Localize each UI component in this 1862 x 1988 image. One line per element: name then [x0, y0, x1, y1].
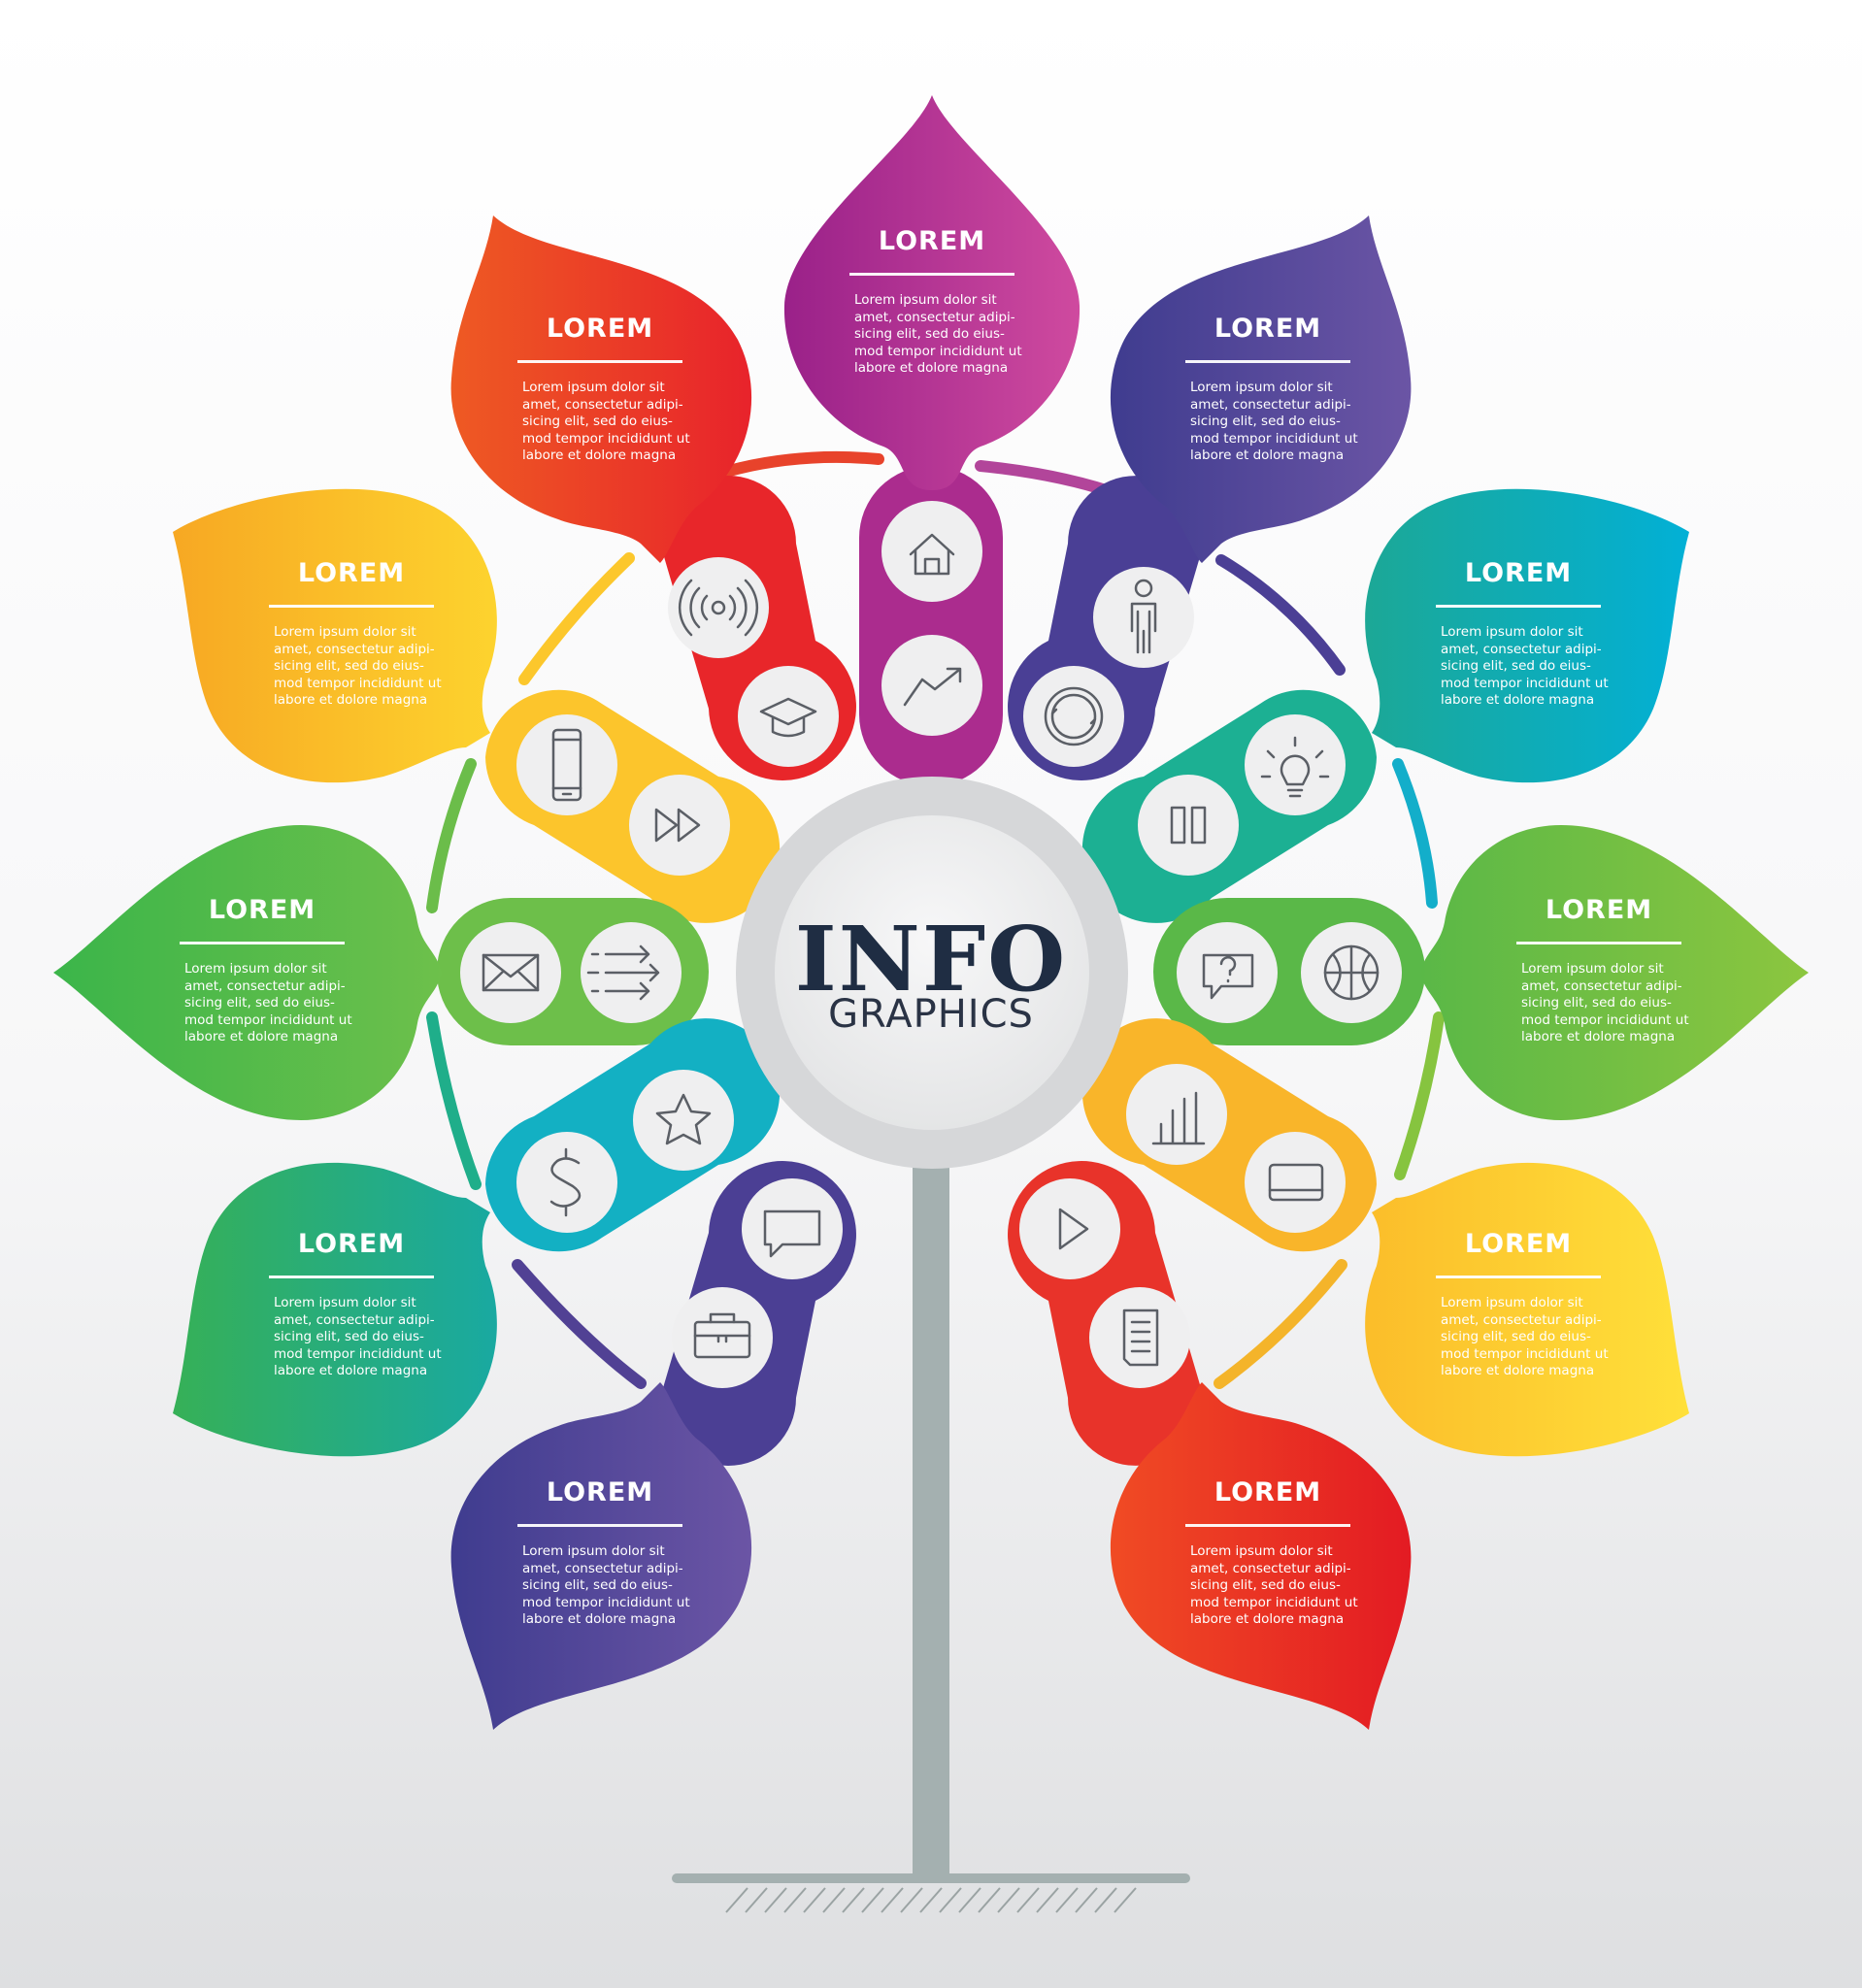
leaf-title: LOREM: [546, 314, 654, 344]
star-icon: [655, 1093, 712, 1145]
smartphone-icon: [551, 728, 582, 802]
center-subtitle: GRAPHICS: [828, 992, 1034, 1037]
leaf-title: LOREM: [297, 558, 406, 588]
leaf-divider: [180, 942, 345, 944]
leaf-divider: [1436, 1276, 1601, 1278]
play-icon: [1058, 1208, 1089, 1250]
leaf-bottom-left-shape: [450, 1382, 752, 1730]
leaf-title: LOREM: [1464, 558, 1573, 588]
lightbulb-icon: [1260, 736, 1330, 798]
chat-bubble-icon: [763, 1209, 821, 1258]
fast-forward-icon: [654, 808, 701, 843]
leaf-upper-right-shape: [1110, 215, 1412, 563]
center-emblem: [736, 777, 1128, 1169]
leaf-title: LOREM: [878, 226, 986, 256]
leaf-title: LOREM: [208, 895, 316, 925]
envelope-icon: [482, 953, 540, 992]
connector-arcs: [426, 450, 1445, 1389]
leaf-title: LOREM: [546, 1477, 654, 1508]
leaf-title: LOREM: [297, 1229, 406, 1259]
leaf-top-center-shape: [783, 95, 1081, 490]
leaf-low-left-shape: [173, 1162, 497, 1457]
dollar-icon: [549, 1147, 582, 1217]
leaf-divider: [1185, 1524, 1350, 1527]
graduation-cap-icon: [759, 697, 817, 738]
refresh-circle-icon: [1044, 686, 1104, 746]
leaf-divider: [269, 1276, 434, 1278]
leaf-divider: [269, 605, 434, 608]
leaf-title: LOREM: [1214, 1477, 1322, 1508]
leaf-divider: [1436, 605, 1601, 608]
arrows-icon: [586, 944, 660, 1001]
pause-icon: [1170, 806, 1207, 845]
trend-arrow-icon: [903, 667, 962, 707]
leaf-divider: [1516, 942, 1681, 944]
leaf-low-right-shape: [1365, 1162, 1689, 1457]
document-icon: [1122, 1309, 1159, 1367]
stem: [672, 1116, 1190, 1913]
leaf-divider: [1185, 360, 1350, 363]
leaf-upper-left-shape: [450, 215, 752, 563]
home-icon: [909, 533, 955, 576]
leaf-divider: [849, 273, 1014, 276]
question-chat-icon: [1202, 953, 1254, 1000]
leaf-bottom-right-shape: [1110, 1382, 1412, 1730]
briefcase-icon: [693, 1312, 751, 1359]
leaf-title: LOREM: [1214, 314, 1322, 344]
card-icon: [1268, 1163, 1324, 1202]
leaf-title: LOREM: [1545, 895, 1653, 925]
bar-chart-icon: [1151, 1091, 1206, 1145]
leaf-title: LOREM: [1464, 1229, 1573, 1259]
leaf-mid-right-shape: [1365, 488, 1689, 783]
basketball-icon: [1323, 944, 1380, 1001]
leaf-shapes: [53, 95, 1809, 1730]
signal-icon: [678, 579, 759, 637]
leaf-center-left-shape: [53, 825, 442, 1120]
leaf-mid-left-shape: [173, 488, 497, 783]
leaf-divider: [517, 360, 682, 363]
center-title: INFO: [794, 907, 1068, 1011]
person-icon: [1130, 579, 1157, 654]
leaf-divider: [517, 1524, 682, 1527]
leaf-center-right-shape: [1420, 825, 1809, 1120]
